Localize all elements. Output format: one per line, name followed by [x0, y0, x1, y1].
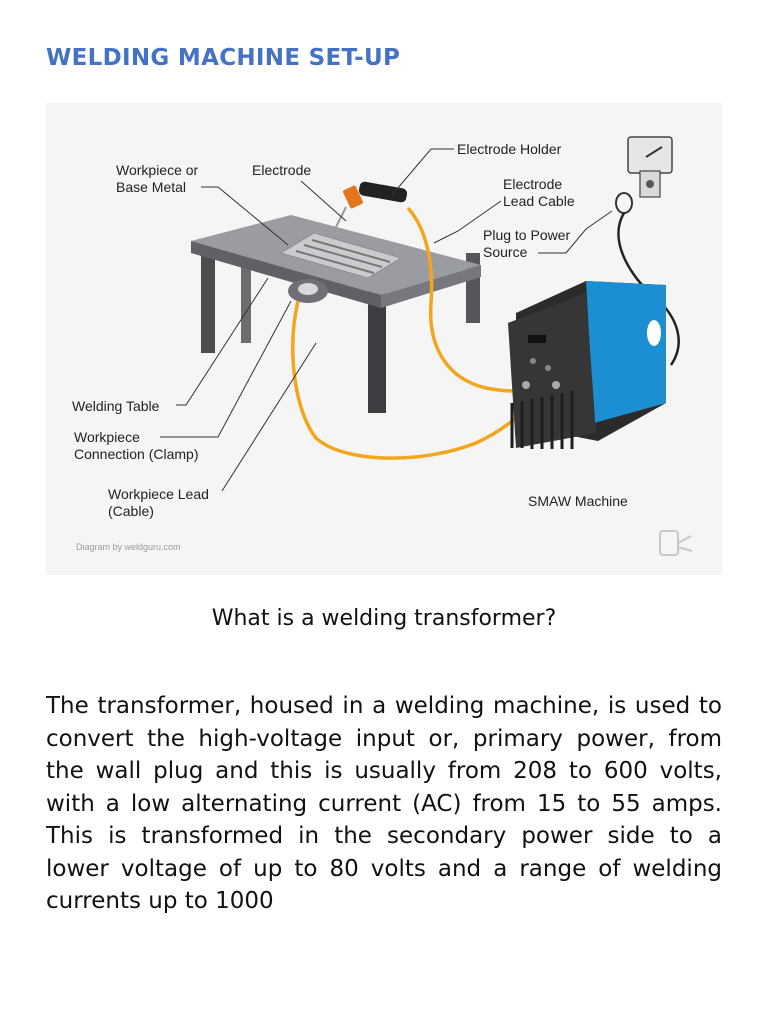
label-plug-line2: Source	[483, 244, 528, 260]
page-heading: WELDING MACHINE SET-UP	[46, 45, 401, 71]
label-lead-line1: Workpiece Lead	[108, 486, 209, 502]
diagram-credit: Diagram by weldguru.com	[76, 542, 181, 552]
smaw-machine	[508, 281, 666, 449]
watermark-logo-icon	[659, 530, 693, 556]
welding-setup-diagram: Workpiece or Base Metal Electrode Electr…	[46, 103, 722, 575]
label-connection-line1: Workpiece	[74, 429, 140, 445]
label-smaw-machine: SMAW Machine	[528, 493, 628, 509]
label-plug-line1: Plug to Power	[483, 227, 570, 243]
label-lead-cable-line1: Electrode	[503, 176, 562, 192]
label-workpiece-line1: Workpiece or	[116, 162, 199, 178]
wall-plug	[615, 136, 680, 366]
label-electrode-holder: Electrode Holder	[457, 141, 562, 157]
label-welding-table: Welding Table	[72, 398, 160, 414]
leader-lines	[160, 148, 613, 492]
body-paragraph: The transformer, housed in a welding mac…	[46, 693, 722, 914]
label-lead-cable-line2: Lead Cable	[503, 193, 575, 209]
cables	[291, 206, 548, 460]
workpiece-base-metal	[280, 232, 402, 279]
label-electrode: Electrode	[252, 162, 311, 178]
workpiece-clamp	[288, 279, 328, 303]
section-question: What is a welding transformer?	[211, 606, 557, 631]
label-connection-line2: Connection (Clamp)	[74, 446, 199, 462]
label-workpiece-line2: Base Metal	[116, 179, 186, 195]
electrode-holder	[333, 181, 408, 232]
label-lead-line2: (Cable)	[108, 503, 154, 519]
